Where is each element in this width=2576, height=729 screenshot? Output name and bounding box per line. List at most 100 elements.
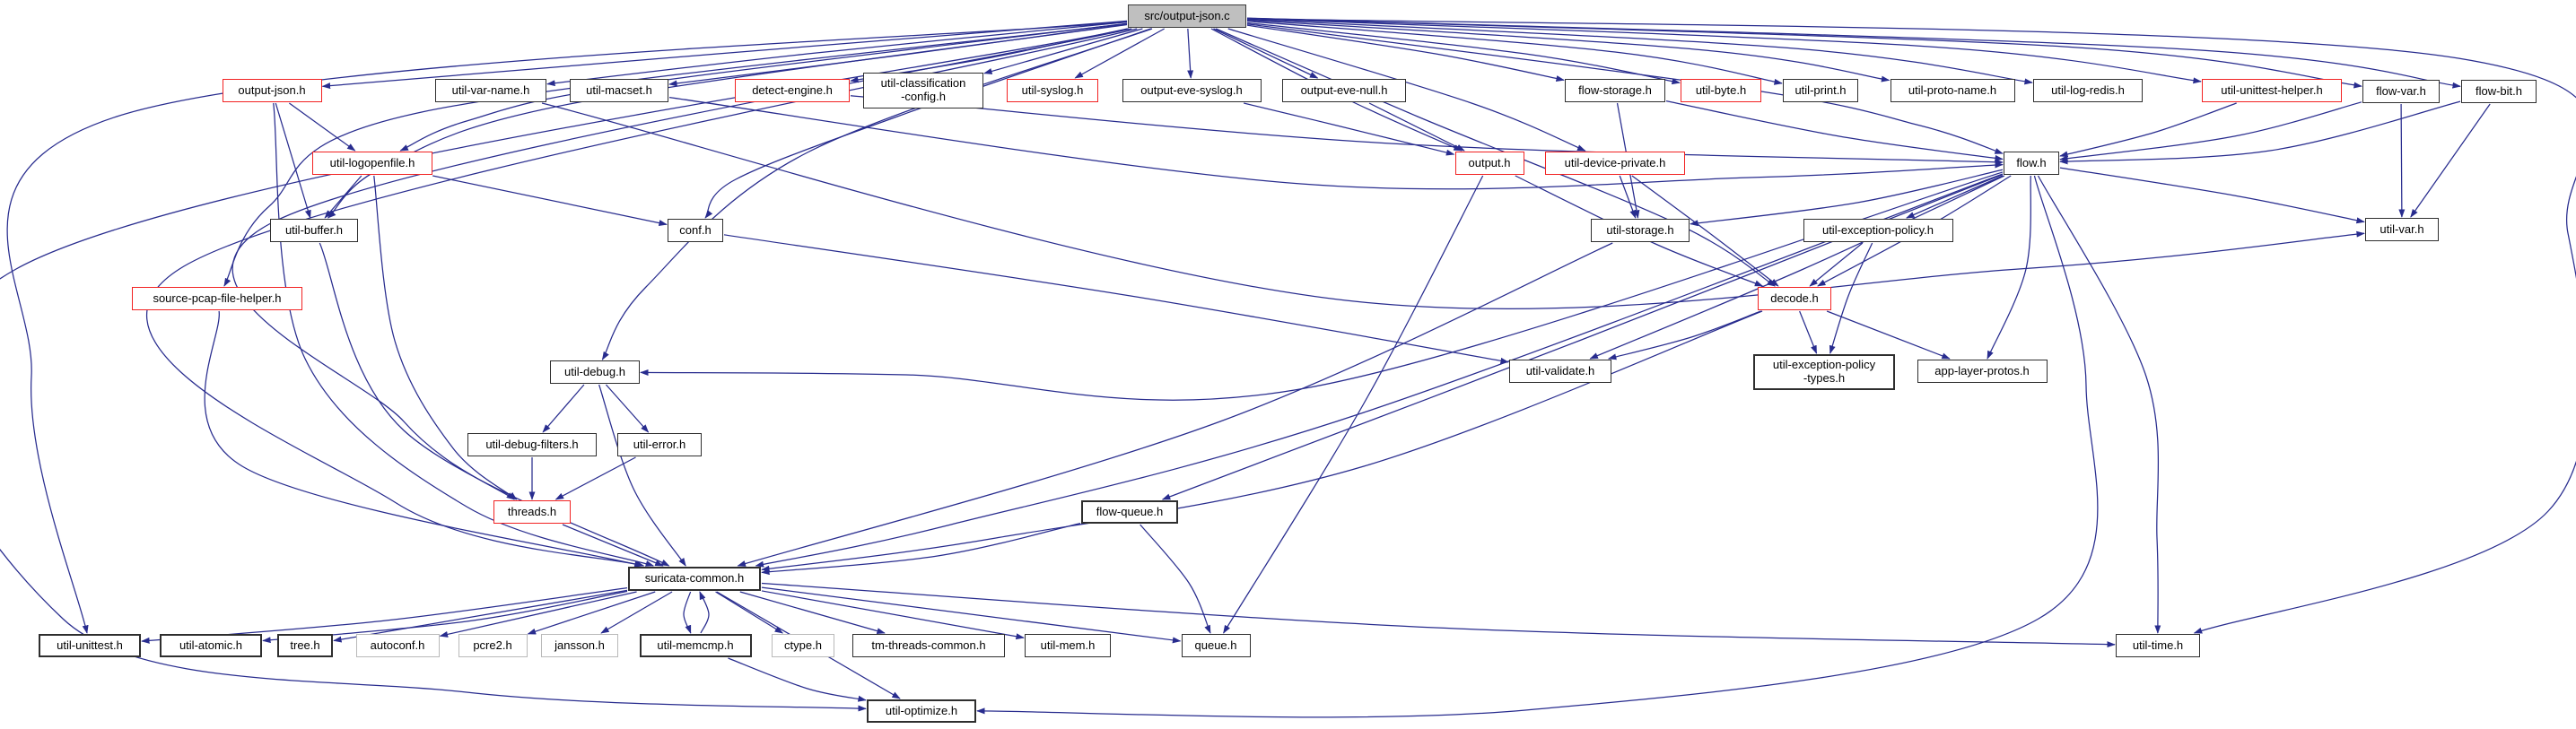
edge-util-unittest-helper-to-flow-h: [2059, 102, 2237, 158]
edge-flow-h-to-util-storage: [1690, 169, 2004, 227]
node-util-syslog[interactable]: util-syslog.h: [1007, 79, 1098, 102]
node-util-debug-filters[interactable]: util-debug-filters.h: [467, 433, 597, 456]
node-util-exception-policy-types[interactable]: util-exception-policy -types.h: [1753, 354, 1895, 390]
node-util-classification-config[interactable]: util-classification -config.h: [863, 73, 983, 108]
edge-suricata-common-to-util-time: [761, 582, 2116, 648]
edge-root-to-util-print: [1246, 20, 1783, 85]
edge-flow-queue-to-suricata-common: [761, 522, 1081, 576]
edge-suricata-common-to-util-memcmp: [683, 591, 692, 634]
node-root[interactable]: src/output-json.c: [1128, 4, 1246, 28]
node-flow-queue[interactable]: flow-queue.h: [1081, 500, 1178, 524]
node-output-json-h[interactable]: output-json.h: [222, 79, 322, 102]
node-ctype-h[interactable]: ctype.h: [772, 634, 834, 657]
edge-util-exception-policy-to-util-exception-policy-types: [1829, 242, 1873, 354]
node-source-pcap-file-helper[interactable]: source-pcap-file-helper.h: [132, 287, 302, 310]
node-util-debug[interactable]: util-debug.h: [550, 360, 640, 384]
edge-flow-h-to-suricata-common: [755, 173, 2004, 568]
node-jansson-h[interactable]: jansson.h: [541, 634, 618, 657]
edge-decode-h-to-util-exception-policy-types: [1799, 310, 1818, 354]
edge-util-debug-to-util-error: [605, 384, 650, 433]
edge-util-exception-policy-to-decode-h: [1809, 242, 1864, 287]
edge-root-to-flow-var: [1246, 17, 2362, 89]
node-util-proto-name[interactable]: util-proto-name.h: [1890, 79, 2015, 102]
edge-root-to-util-var-name: [546, 22, 1128, 87]
edge-decode-h-to-app-layer-protos: [1826, 310, 1951, 360]
edge-flow-h-to-util-exception-policy: [1906, 175, 2004, 219]
edge-suricata-common-to-ctype-h: [715, 591, 784, 634]
node-flow-bit[interactable]: flow-bit.h: [2461, 80, 2537, 103]
node-util-unittest-helper[interactable]: util-unittest-helper.h: [2202, 79, 2342, 102]
node-util-device-private[interactable]: util-device-private.h: [1545, 152, 1685, 175]
node-pcre2-h[interactable]: pcre2.h: [458, 634, 528, 657]
node-suricata-common[interactable]: suricata-common.h: [628, 567, 761, 591]
edge-root-to-conf-h: [704, 28, 1151, 219]
node-util-macset[interactable]: util-macset.h: [570, 79, 668, 102]
node-conf-h[interactable]: conf.h: [668, 219, 723, 242]
node-util-buffer[interactable]: util-buffer.h: [270, 219, 358, 242]
edge-root-to-util-syslog: [1074, 28, 1166, 79]
node-output-h[interactable]: output.h: [1454, 152, 1524, 175]
edge-root-to-util-device-private: [1227, 28, 1586, 152]
edge-suricata-common-to-queue-h: [761, 586, 1182, 644]
node-util-atomic[interactable]: util-atomic.h: [160, 634, 262, 657]
edge-flow-h-to-flow-queue: [1161, 173, 2004, 500]
node-threads-h[interactable]: threads.h: [493, 500, 571, 524]
edge-root-to-util-classification-config: [983, 28, 1143, 74]
edge-util-error-to-threads-h: [554, 456, 636, 500]
edge-util-logopenfile-to-threads-h: [373, 175, 518, 500]
node-util-storage[interactable]: util-storage.h: [1591, 219, 1690, 242]
edge-root-to-util-log-redis: [1246, 18, 2033, 85]
node-util-optimize[interactable]: util-optimize.h: [867, 699, 976, 723]
node-util-var-name[interactable]: util-var-name.h: [435, 79, 546, 102]
edge-util-device-private-to-util-storage: [1619, 175, 1637, 219]
node-queue-h[interactable]: queue.h: [1181, 634, 1251, 657]
node-util-byte[interactable]: util-byte.h: [1681, 79, 1761, 102]
node-detect-engine[interactable]: detect-engine.h: [735, 79, 850, 102]
node-output-eve-null[interactable]: output-eve-null.h: [1282, 79, 1406, 102]
edge-util-memcmp-to-suricata-common: [699, 591, 710, 634]
edge-flow-h-to-app-layer-protos: [1987, 175, 2031, 360]
edge-output-eve-syslog-to-output-h: [1244, 102, 1455, 156]
node-util-validate[interactable]: util-validate.h: [1509, 360, 1611, 383]
edge-root-to-util-proto-name: [1246, 19, 1891, 82]
edge-flow-h-to-util-validate: [1589, 175, 2005, 360]
edge-util-debug-to-suricata-common: [598, 384, 686, 567]
node-output-eve-syslog[interactable]: output-eve-syslog.h: [1122, 79, 1262, 102]
edge-suricata-common-to-tm-threads-common: [739, 591, 886, 635]
node-util-unittest[interactable]: util-unittest.h: [39, 634, 141, 657]
node-app-layer-protos[interactable]: app-layer-protos.h: [1917, 360, 2048, 383]
edge-flow-queue-to-queue-h: [1140, 524, 1211, 634]
node-decode-h[interactable]: decode.h: [1758, 287, 1831, 310]
node-util-exception-policy[interactable]: util-exception-policy.h: [1803, 219, 1953, 242]
node-util-time[interactable]: util-time.h: [2116, 634, 2200, 657]
edge-flow-var-to-flow-h: [2059, 101, 2362, 162]
node-util-memcmp[interactable]: util-memcmp.h: [639, 634, 752, 657]
edge-root-to-util-time: [1246, 17, 2576, 634]
edge-decode-h-to-util-validate: [1607, 310, 1761, 360]
node-util-mem[interactable]: util-mem.h: [1025, 634, 1111, 657]
edge-conf-h-to-util-validate: [723, 234, 1509, 364]
node-autoconf-h[interactable]: autoconf.h: [355, 634, 440, 657]
edge-threads-h-to-suricata-common: [562, 524, 664, 567]
edge-output-eve-null-to-output-h: [1368, 102, 1465, 152]
node-util-print[interactable]: util-print.h: [1783, 79, 1858, 102]
edge-detect-engine-to-flow-h: [850, 95, 2004, 166]
edge-output-json-h-to-suricata-common: [273, 102, 655, 567]
edge-root-to-flow-storage: [1246, 24, 1565, 82]
edge-flow-h-to-util-debug: [640, 171, 2004, 401]
node-util-log-redis[interactable]: util-log-redis.h: [2033, 79, 2143, 102]
edge-root-to-util-unittest: [6, 21, 1128, 634]
edge-suricata-common-to-tree-h: [333, 589, 628, 643]
node-util-logopenfile[interactable]: util-logopenfile.h: [312, 152, 432, 175]
node-util-error[interactable]: util-error.h: [617, 433, 702, 456]
node-flow-h[interactable]: flow.h: [2004, 152, 2059, 175]
node-flow-var[interactable]: flow-var.h: [2362, 80, 2440, 103]
node-tm-threads-common[interactable]: tm-threads-common.h: [852, 634, 1005, 657]
edge-source-pcap-file-helper-to-suricata-common: [204, 310, 643, 568]
edge-util-device-private-to-decode-h: [1631, 175, 1779, 287]
node-flow-storage[interactable]: flow-storage.h: [1565, 79, 1665, 102]
node-util-var[interactable]: util-var.h: [2365, 218, 2439, 241]
edge-root-to-util-unittest-helper: [1246, 18, 2202, 84]
node-tree-h[interactable]: tree.h: [277, 634, 333, 657]
